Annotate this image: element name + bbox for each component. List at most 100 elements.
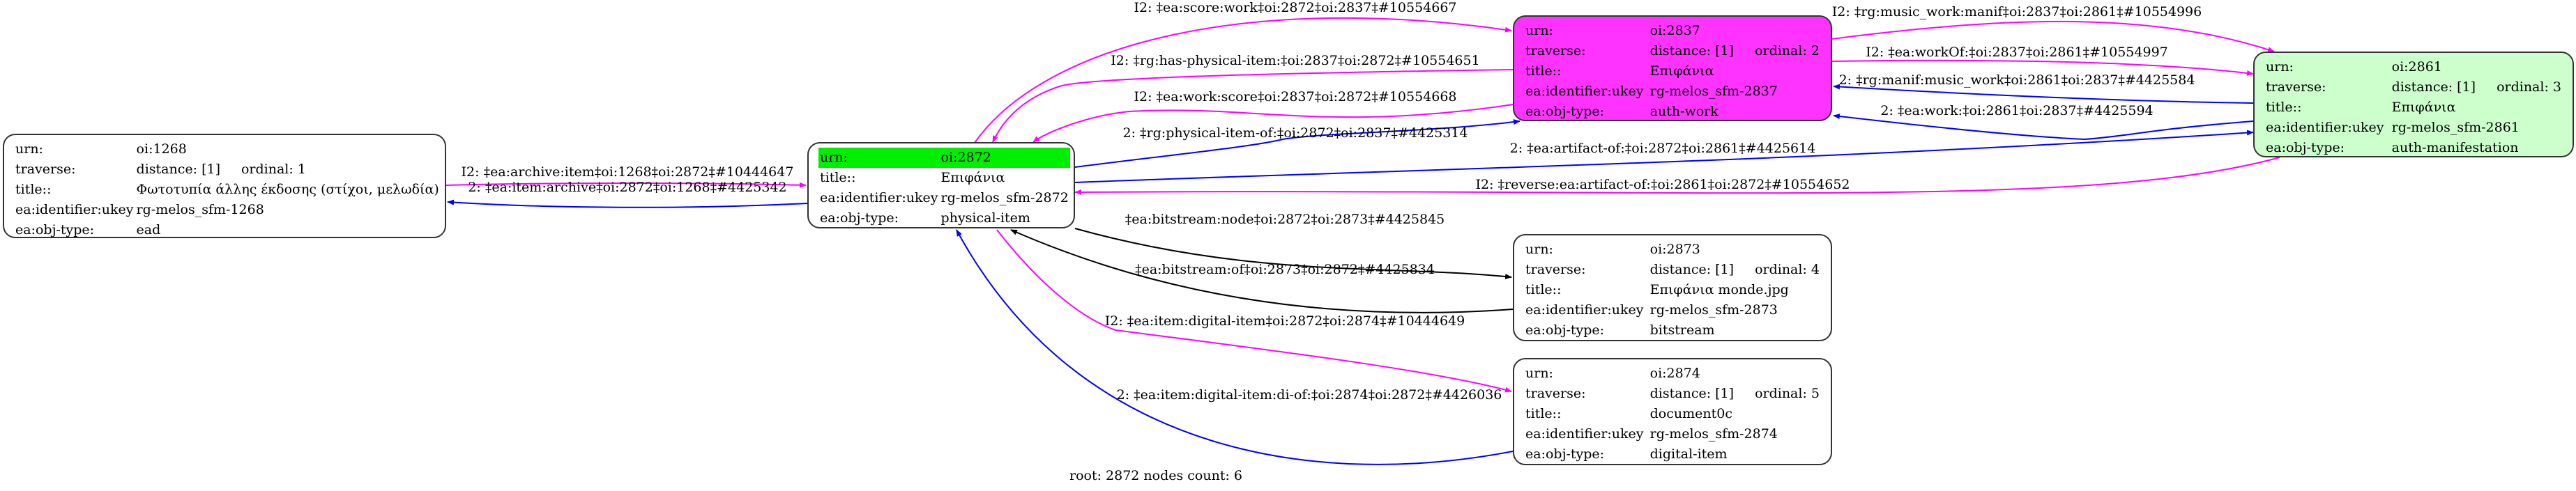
objtype-label: ea:obj-type: [1525,104,1605,119]
ukey-label: ea:identifier:ukey [2266,120,2384,135]
node-oi-2873[interactable]: urn: oi:2873 traverse: distance: [1] ordina… [1513,234,1832,341]
edge-label: 2: ‡ea:item:archive‡oi:2872‡oi:1268‡#442… [468,180,787,195]
edge-oi-2872-to-oi-2861 [1074,130,2254,183]
urn-value: oi:2872 [939,148,1070,168]
edge-oi-2861-to-oi-2837 [1833,84,2254,104]
ukey-value: rg-melos_sfm-2872 [940,190,1069,205]
traverse-label: traverse: [1525,262,1586,277]
title-value: document0c [1649,406,1732,421]
objtype-value: physical-item [940,210,1030,226]
ukey-label: ea:identifier:ukey [1525,302,1644,318]
urn-value: oi:2874 [1649,366,1700,381]
ukey-value: rg-melos_sfm-2861 [2391,120,2520,135]
edge-oi-2872-to-oi-2874 [996,229,1512,393]
title-label: title:: [2266,100,2302,115]
edge-label: 2: ‡ea:artifact-of:‡oi:2872‡oi:2861‡#442… [1509,141,1816,156]
edge-oi-1268-to-oi-2872 [445,182,807,188]
ukey-label: ea:identifier:ukey [1525,426,1644,442]
ukey-value: rg-melos_sfm-2873 [1649,302,1778,318]
edge-label: I2: ‡ea:work:score‡oi:2837‡oi:2872‡#1055… [1134,89,1457,104]
urn-label: urn: [2266,59,2294,75]
urn-label: urn: [1525,366,1553,381]
ukey-value: rg-melos_sfm-2874 [1649,426,1778,442]
distance-value: distance: [1] [1649,386,1735,401]
edge-oi-2837-to-oi-2872 [1032,104,1514,143]
graph-footer: root: 2872 nodes count: 6 [1069,468,1243,483]
edge-label: 2: ‡rg:physical-item-of:‡oi:2872‡oi:2837… [1122,125,1468,141]
edge-label: I2: ‡reverse:ea:artifact-of:‡oi:2861‡oi:… [1475,177,1850,192]
objtype-value: ead [136,222,161,237]
edge-oi-2873-to-oi-2872 [1010,229,1514,313]
objtype-value: digital-item [1649,446,1728,462]
objtype-label: ea:obj-type: [1525,322,1605,338]
edge-label: 2: ‡ea:work:‡oi:2861‡oi:2837‡#4425594 [1880,103,2154,118]
ordinal-value: ordinal: 5 [1755,386,1820,401]
node-oi-2861[interactable]: urn: oi:2861 traverse: distance: [1] ordina… [2253,52,2574,157]
objtype-label: ea:obj-type: [15,222,95,237]
urn-value: oi:1268 [136,141,187,157]
ordinal-value: ordinal: 3 [2497,79,2561,95]
ukey-label: ea:identifier:ukey [820,190,938,205]
urn-label: urn: [1525,242,1553,257]
objtype-label: ea:obj-type: [2266,140,2345,155]
objtype-value: auth-manifestation [2391,140,2519,155]
edge-label: I2: ‡rg:has-physical-item:‡oi:2837‡oi:28… [1111,53,1480,68]
traverse-label: traverse: [1525,386,1586,401]
urn-label: urn: [15,141,43,157]
edge-oi-2872-to-oi-2837 [974,17,1512,143]
ordinal-value: ordinal: 1 [241,162,306,177]
edge-oi-2861-to-oi-2837 [1833,114,2254,141]
edge-label: I2: ‡rg:music_work:manif‡oi:2837‡oi:2861… [1831,4,2202,20]
urn-label: urn: [818,148,940,168]
edge-label: I2: ‡ea:item:digital-item‡oi:2872‡oi:287… [1104,313,1465,329]
ukey-value: rg-melos_sfm-2837 [1649,84,1778,99]
ukey-value: rg-melos_sfm-1268 [136,202,264,217]
node-oi-1268[interactable]: urn: oi:1268 traverse: distance: [1] ordina… [3,134,446,238]
objtype-label: ea:obj-type: [1525,446,1605,462]
title-label: title:: [1525,63,1562,79]
node-oi-2872-root[interactable]: urn:oi:2872 title::Επιφάνια ea:identifie… [807,142,1075,228]
edge-oi-2837-to-oi-2872 [992,69,1514,143]
edge-oi-2872-to-oi-2837 [1074,119,1521,168]
objtype-value: auth-work [1649,104,1718,119]
urn-value: oi:2873 [1649,242,1700,257]
ordinal-value: ordinal: 4 [1755,262,1820,277]
title-value: Φωτοτυπία άλλης έκδοσης (στίχοι, μελωδία… [136,182,439,197]
traverse-label: traverse: [1525,43,1586,59]
title-label: title:: [1525,282,1562,297]
edge-label: 2: ‡rg:manif:music_work‡oi:2861‡oi:2837‡… [1838,72,2195,88]
title-value: Επιφάνια monde.jpg [1649,282,1789,297]
edge-oi-2874-to-oi-2872 [956,229,1514,465]
title-label: title:: [15,182,52,197]
edge-oi-2872-to-oi-1268 [447,199,808,208]
edge-label: I2: ‡ea:score:work‡oi:2872‡oi:2837‡#1055… [1134,0,1457,15]
urn-value: oi:2861 [2391,59,2442,75]
edge-oi-2837-to-oi-2861 [1831,59,2254,76]
edge-label: ‡ea:bitstream:node‡oi:2872‡oi:2873‡#4425… [1125,212,1445,227]
title-value: Επιφάνια [1649,63,1714,79]
objtype-value: bitstream [1649,322,1715,338]
distance-value: distance: [1] [1649,262,1735,277]
node-oi-2837[interactable]: urn:oi:2837 traverse:distance: [1]ordina… [1513,15,1832,121]
urn-value: oi:2837 [1649,23,1700,38]
edge-label: I2: ‡ea:workOf:‡oi:2837‡oi:2861‡#1055499… [1866,45,2168,60]
distance-value: distance: [1] [2391,79,2476,95]
ukey-label: ea:identifier:ukey [1525,84,1644,99]
title-label: title:: [1525,406,1562,421]
edge-oi-2872-to-oi-2873 [1074,228,1512,280]
distance-value: distance: [1] [1649,43,1735,59]
distance-value: distance: [1] [136,162,220,177]
traverse-label: traverse: [2266,79,2326,95]
title-label: title:: [820,170,856,185]
title-value: Επιφάνια [940,170,1005,185]
ordinal-value: ordinal: 2 [1755,43,1820,59]
title-value: Επιφάνια [2391,100,2456,115]
edge-label: ‡ea:bitstream:of‡oi:2873‡oi:2872‡#442583… [1135,262,1435,277]
traverse-label: traverse: [15,162,76,177]
node-oi-2874[interactable]: urn: oi:2874 traverse: distance: [1] ordina… [1513,358,1832,465]
edge-label: 2: ‡ea:item:digital-item:di-of:‡oi:2874‡… [1116,387,1502,403]
edge-label: I2: ‡ea:archive:item‡oi:1268‡oi:2872‡#10… [461,164,794,180]
objtype-label: ea:obj-type: [820,210,899,226]
edge-oi-2837-to-oi-2861 [1831,20,2275,52]
